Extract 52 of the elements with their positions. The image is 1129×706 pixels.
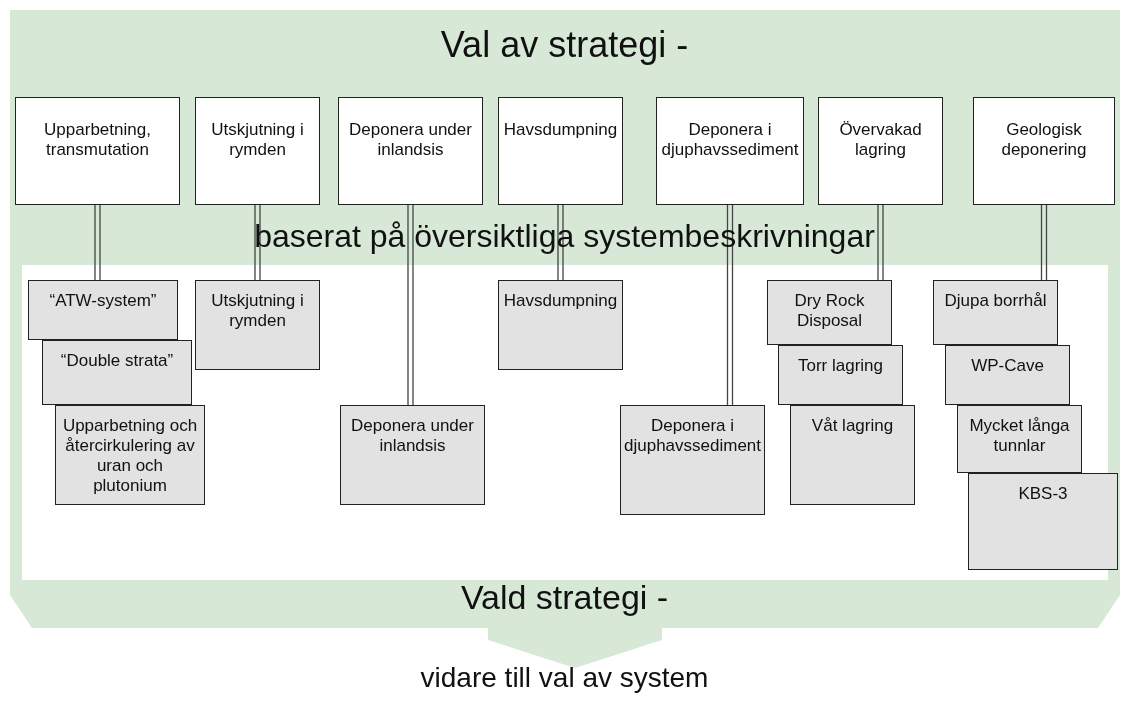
box-text: Djupa borrhål [943,291,1048,311]
box-text: Våt lagring [810,416,895,436]
connector-line [254,204,261,281]
system-box [790,405,915,505]
strategy-box [973,97,1115,205]
box-text: Utskjutning i rymden [210,291,305,331]
system-box [778,345,903,405]
system-box [945,345,1070,405]
box-text: Deponera under inlandsis [348,120,473,160]
system-box [767,280,892,345]
strategy-box [338,97,483,205]
box-text: WP-Cave [970,356,1045,376]
system-box [340,405,485,505]
system-box [957,405,1082,473]
box-text: “ATW-system” [48,291,158,311]
box-text: KBS-3 [1017,484,1069,504]
box-text: Torr lagring [796,356,884,376]
section-heading: Vald strategi - [460,578,669,616]
box-text: Havsdumpning [502,291,619,311]
system-box [195,280,320,370]
system-box [968,473,1118,570]
connector-line [1040,204,1048,281]
strategy-box [656,97,804,205]
system-box [42,340,192,405]
system-box [55,405,205,505]
box-text: Deponera under inlandsis [350,416,475,456]
system-box [620,405,765,515]
strategy-box [818,97,943,205]
connector-line [557,204,564,281]
box-text: Dry Rock Disposal [793,291,866,331]
box-text: Deponera i djuphavssediment [623,416,762,456]
system-box [933,280,1058,345]
box-text: “Double strata” [59,351,175,371]
connector-line [726,204,734,406]
strategy-box [15,97,180,205]
box-text: Mycket långa tunnlar [968,416,1071,456]
box-text: Upparbetning, transmutation [43,120,152,160]
box-text: Upparbetning och återcirkulering av uran och plutonium [61,416,199,496]
system-box [28,280,178,340]
box-text: Havsdumpning [502,120,619,140]
box-text: Deponera i djuphavssediment [660,120,800,160]
box-text: Geologisk deponering [1000,120,1088,160]
strategy-box [195,97,320,205]
box-text: Utskjutning i rymden [210,120,305,160]
footer-text: vidare till val av system [420,662,709,693]
connector-line [94,204,101,281]
connector-line [877,204,884,281]
box-text: Övervakad lagring [838,120,923,160]
title: Val av strategi - [440,24,689,65]
system-box [498,280,623,370]
strategy-box [498,97,623,205]
connector-line [407,204,414,406]
